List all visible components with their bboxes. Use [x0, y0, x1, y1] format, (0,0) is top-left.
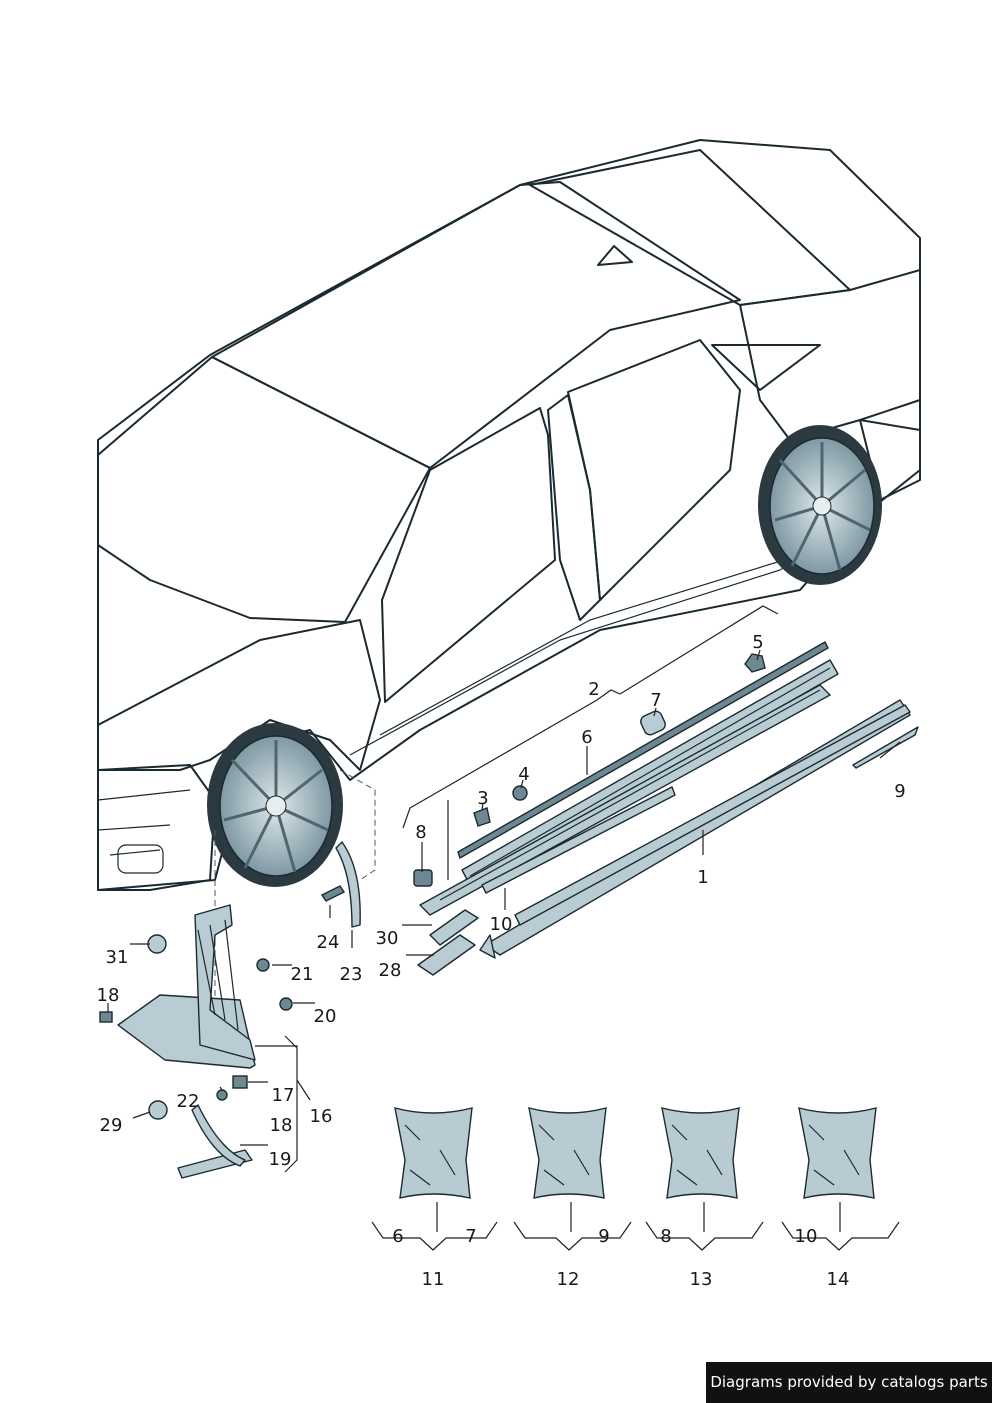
clip-18	[99, 1011, 113, 1023]
callout-24: 24	[317, 932, 340, 953]
repair-kit-12: 9 12	[513, 1107, 632, 1290]
watermark-banner: Diagrams provided by catalogs parts	[706, 1362, 992, 1403]
callout-1: 1	[697, 867, 708, 888]
clip-8	[413, 869, 433, 887]
roof	[211, 181, 741, 469]
windshield	[97, 356, 431, 623]
callout-23: 23	[340, 964, 363, 985]
nut-29	[148, 1100, 168, 1120]
bracket-28	[417, 934, 476, 976]
callout-10: 10	[490, 914, 513, 935]
bag-icon	[798, 1107, 877, 1199]
callout-4: 4	[518, 764, 529, 785]
callout-5: 5	[752, 632, 763, 653]
trim-strip-end	[852, 726, 919, 769]
kit-13-number: 13	[690, 1269, 713, 1290]
expanding-rivet	[320, 885, 346, 902]
bolt-21	[256, 958, 270, 972]
rear-wheel	[758, 425, 882, 585]
callout-3: 3	[477, 788, 488, 809]
callout-19: 19	[269, 1149, 292, 1170]
callout-18-bottom: 18	[270, 1115, 293, 1136]
repair-kit-13: 8 13	[645, 1107, 764, 1290]
callout-21: 21	[291, 964, 314, 985]
kit-12-number: 12	[557, 1269, 580, 1290]
grommet-7	[640, 710, 666, 736]
front-door-window	[381, 407, 556, 703]
roof-antenna	[597, 245, 633, 266]
clip-3	[473, 807, 491, 827]
callouts: 1 2 3 4 5 6 7 8 9 10 16 17 18 18 19 20 2…	[97, 632, 906, 1170]
nut-31	[147, 934, 167, 954]
callout-9: 9	[894, 781, 905, 802]
kit-13-left-callout: 8	[660, 1226, 671, 1247]
screw-22	[216, 1089, 228, 1101]
wheel-arch-trim	[335, 841, 361, 928]
sill-trim-strip	[457, 641, 829, 860]
repair-kit-11: 6 7 11	[371, 1107, 498, 1290]
bag-icon	[528, 1107, 607, 1199]
rear-door-window	[567, 339, 741, 601]
front-wheel	[207, 723, 343, 887]
kit-11-right-callout: 7	[465, 1226, 476, 1247]
clip-5	[744, 653, 766, 673]
callout-6: 6	[581, 727, 592, 748]
bag-icon	[394, 1107, 473, 1199]
bag-icon	[661, 1107, 740, 1199]
repair-kit-14: 10 14	[781, 1107, 900, 1290]
callout-28: 28	[379, 960, 402, 981]
callout-18-top: 18	[97, 985, 120, 1006]
car-body	[97, 139, 921, 891]
clip-17	[232, 1075, 248, 1089]
kit-11-left-callout: 6	[392, 1226, 403, 1247]
kit-11-number: 11	[422, 1269, 445, 1290]
kit-14-number: 14	[827, 1269, 850, 1290]
callout-30: 30	[376, 928, 399, 949]
callout-2: 2	[588, 679, 599, 700]
kit-14-left-callout: 10	[795, 1226, 818, 1247]
clip-4	[512, 785, 528, 801]
callout-17: 17	[272, 1085, 295, 1106]
callout-29: 29	[100, 1115, 123, 1136]
callout-22: 22	[177, 1091, 200, 1112]
kit-12-right-callout: 9	[598, 1226, 609, 1247]
bracket-30	[429, 909, 479, 946]
callout-7: 7	[650, 690, 661, 711]
lower-strip	[481, 786, 676, 894]
callout-8: 8	[415, 822, 426, 843]
rear-window	[529, 149, 851, 306]
leader-lines	[107, 605, 901, 1173]
bolt-20	[279, 997, 293, 1011]
callout-20: 20	[314, 1006, 337, 1027]
callout-16: 16	[310, 1106, 333, 1127]
callout-31: 31	[106, 947, 129, 968]
